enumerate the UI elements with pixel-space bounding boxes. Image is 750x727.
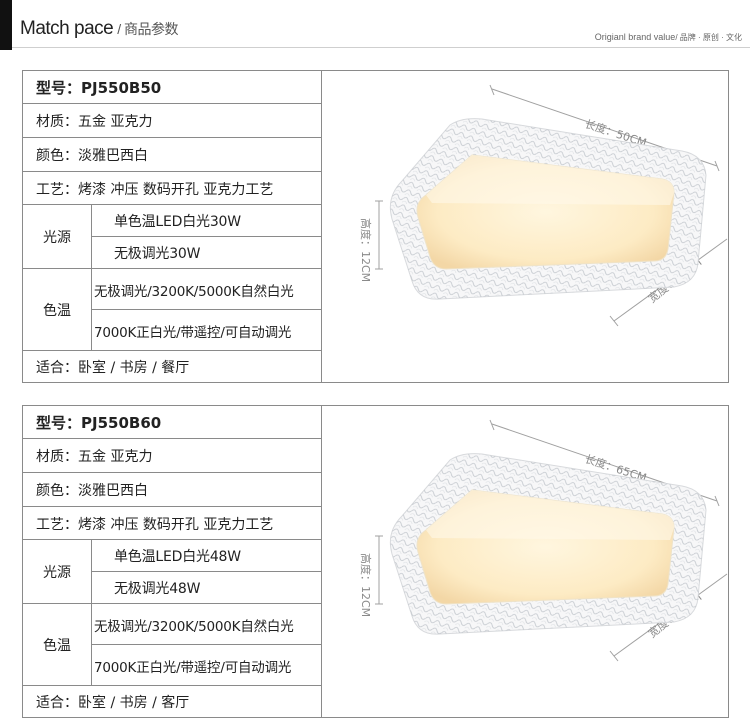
sub-divider [92, 571, 321, 572]
row-model: 型号：PJ550B60 [23, 406, 321, 439]
color-temp-item: 7000K正白光/带遥控/可自动调光 [92, 310, 321, 350]
light-source-item-text: 无极调光48W [114, 581, 201, 597]
lamp-body [389, 453, 707, 635]
header-tagline-cn: / 品牌 · 原创 · 文化 [675, 33, 742, 42]
color-temp-item: 7000K正白光/带遥控/可自动调光 [92, 645, 321, 685]
row-color: 颜色：淡雅巴西白 [23, 138, 321, 172]
row-material: 材质：五金 亚克力 [23, 439, 321, 473]
height-label: 高度：12CM [359, 553, 373, 617]
color-temp-item-text: 7000K正白光/带遥控/可自动调光 [94, 660, 292, 676]
column-divider [321, 406, 322, 717]
light-source-item: 单色温LED白光48W [92, 540, 321, 571]
header-title-text: Match pace [20, 18, 114, 39]
row-suitable: 适合：卧室 / 书房 / 客厅 [23, 686, 321, 717]
header-accent-bar [0, 0, 12, 50]
light-source-item-text: 单色温LED白光30W [114, 214, 241, 230]
ceiling-light-illustration: 长度：50CM 高度：12CM 宽度：50CM [359, 84, 728, 327]
spec-list-1: 型号：PJ550B50 材质：五金 亚克力 颜色：淡雅巴西白 工艺：烤漆 冲压 … [23, 71, 321, 382]
header-subtitle: / 商品参数 [117, 21, 179, 37]
light-source-item-text: 单色温LED白光48W [114, 549, 241, 565]
light-source-item: 无极调光48W [92, 572, 321, 603]
light-source-item-text: 无极调光30W [114, 246, 201, 262]
model-text: 型号：PJ550B60 [36, 414, 162, 432]
header-divider [12, 47, 750, 48]
row-light-source: 光源 单色温LED白光48W 无极调光48W [23, 540, 321, 604]
light-source-label: 光源 [23, 205, 92, 268]
color-temp-item-text: 无极调光/3200K/5000K自然白光 [94, 284, 294, 300]
row-process: 工艺：烤漆 冲压 数码开孔 亚克力工艺 [23, 172, 321, 205]
sub-divider [92, 309, 321, 310]
header-tagline-en: Origianl brand value [594, 32, 676, 42]
process-text: 工艺：烤漆 冲压 数码开孔 亚克力工艺 [36, 182, 274, 198]
suitable-text: 适合：卧室 / 书房 / 客厅 [36, 695, 190, 711]
row-model: 型号：PJ550B50 [23, 71, 321, 104]
height-label: 高度：12CM [359, 218, 373, 282]
light-source-item: 无极调光30W [92, 237, 321, 268]
color-temp-item: 无极调光/3200K/5000K自然白光 [92, 269, 321, 309]
material-text: 材质：五金 亚克力 [36, 449, 153, 465]
material-text: 材质：五金 亚克力 [36, 114, 153, 130]
header-title: Match pace/ 商品参数 [20, 18, 179, 40]
column-divider [321, 71, 322, 382]
height-dimension: 高度：12CM [359, 535, 383, 617]
process-text: 工艺：烤漆 冲压 数码开孔 亚克力工艺 [36, 517, 274, 533]
sub-divider [92, 236, 321, 237]
light-source-label: 光源 [23, 540, 92, 603]
color-temp-label: 色温 [23, 604, 92, 685]
row-suitable: 适合：卧室 / 书房 / 餐厅 [23, 351, 321, 382]
row-process: 工艺：烤漆 冲压 数码开孔 亚克力工艺 [23, 507, 321, 540]
row-material: 材质：五金 亚克力 [23, 104, 321, 138]
product-image-2: 长度：65CM 高度：12CM 宽度：65CM [322, 406, 728, 717]
spec-table-1: 型号：PJ550B50 材质：五金 亚克力 颜色：淡雅巴西白 工艺：烤漆 冲压 … [22, 70, 729, 383]
suitable-text: 适合：卧室 / 书房 / 餐厅 [36, 360, 190, 376]
model-text: 型号：PJ550B50 [36, 79, 162, 97]
row-color-temp: 色温 无极调光/3200K/5000K自然白光 7000K正白光/带遥控/可自动… [23, 604, 321, 686]
color-text: 颜色：淡雅巴西白 [36, 483, 148, 499]
row-light-source: 光源 单色温LED白光30W 无极调光30W [23, 205, 321, 269]
lamp-body [389, 118, 707, 300]
height-dimension: 高度：12CM [359, 200, 383, 282]
color-temp-label: 色温 [23, 269, 92, 350]
spec-list-2: 型号：PJ550B60 材质：五金 亚克力 颜色：淡雅巴西白 工艺：烤漆 冲压 … [23, 406, 321, 717]
color-temp-item: 无极调光/3200K/5000K自然白光 [92, 604, 321, 644]
ceiling-light-illustration: 长度：65CM 高度：12CM 宽度：65CM [359, 419, 728, 662]
sub-divider [92, 644, 321, 645]
product-image-1: 长度：50CM 高度：12CM 宽度：50CM [322, 71, 728, 382]
color-temp-item-text: 7000K正白光/带遥控/可自动调光 [94, 325, 292, 341]
spec-table-2: 型号：PJ550B60 材质：五金 亚克力 颜色：淡雅巴西白 工艺：烤漆 冲压 … [22, 405, 729, 718]
color-temp-item-text: 无极调光/3200K/5000K自然白光 [94, 619, 294, 635]
page-header: Match pace/ 商品参数 Origianl brand value/ 品… [0, 0, 750, 50]
row-color: 颜色：淡雅巴西白 [23, 473, 321, 507]
row-color-temp: 色温 无极调光/3200K/5000K自然白光 7000K正白光/带遥控/可自动… [23, 269, 321, 351]
color-text: 颜色：淡雅巴西白 [36, 148, 148, 164]
light-source-item: 单色温LED白光30W [92, 205, 321, 236]
header-tagline: Origianl brand value/ 品牌 · 原创 · 文化 [595, 32, 742, 43]
